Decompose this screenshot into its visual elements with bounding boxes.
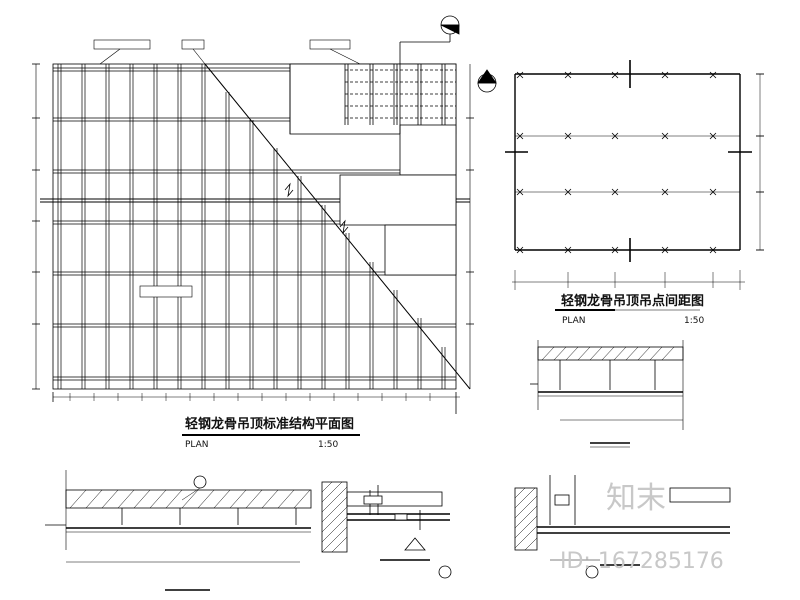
spacing-plan-title: 轻钢龙骨吊顶吊点间距图 bbox=[561, 293, 704, 309]
main-plan-title: 轻钢龙骨吊顶标准结构平面图 bbox=[185, 416, 354, 432]
spacing-plan-scale: 1:50 bbox=[684, 316, 704, 326]
hanger-points bbox=[516, 71, 717, 254]
watermark-brand: 知末 bbox=[606, 481, 666, 516]
main-plan-label: PLAN bbox=[185, 440, 209, 450]
board-hatch bbox=[344, 64, 456, 125]
cross-keels bbox=[53, 67, 456, 381]
watermark-id: ID: 167285176 bbox=[560, 549, 724, 574]
main-plan-scale: 1:50 bbox=[318, 440, 338, 450]
spacing-plan-label: PLAN bbox=[562, 316, 586, 326]
main-ceiling-plan bbox=[32, 15, 497, 414]
section-detail-2 bbox=[530, 340, 684, 448]
hanger-spacing-plan bbox=[505, 60, 764, 311]
section-detail-1 bbox=[45, 470, 312, 591]
section-detail-3 bbox=[321, 481, 452, 579]
section-detail-4 bbox=[514, 475, 731, 579]
